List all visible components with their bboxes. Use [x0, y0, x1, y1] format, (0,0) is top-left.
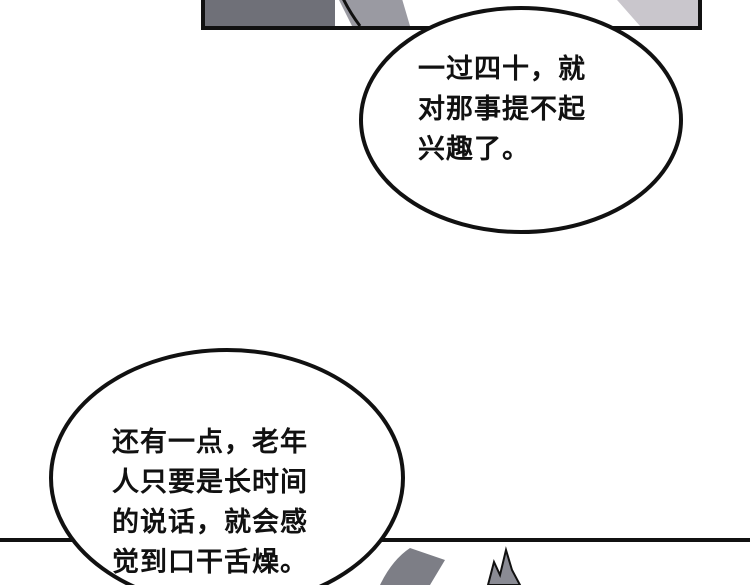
speech-bubble-bottom-text: 还有一点，老年 人只要是长时间 的说话，就会感 觉到口干舌燥。	[112, 427, 308, 578]
bottom-panel-hair	[486, 546, 522, 585]
top-panel-shade-left	[205, 0, 335, 26]
top-panel-line	[342, 0, 362, 27]
bottom-panel-shade	[380, 548, 445, 585]
top-panel-shade-right	[617, 0, 698, 26]
top-panel	[201, 0, 702, 30]
speech-bubble-bottom	[49, 348, 405, 585]
speech-bubble-top-text: 一过四十，就 对那事提不起 兴趣了。	[418, 54, 586, 165]
speech-bubble-top	[359, 6, 683, 234]
